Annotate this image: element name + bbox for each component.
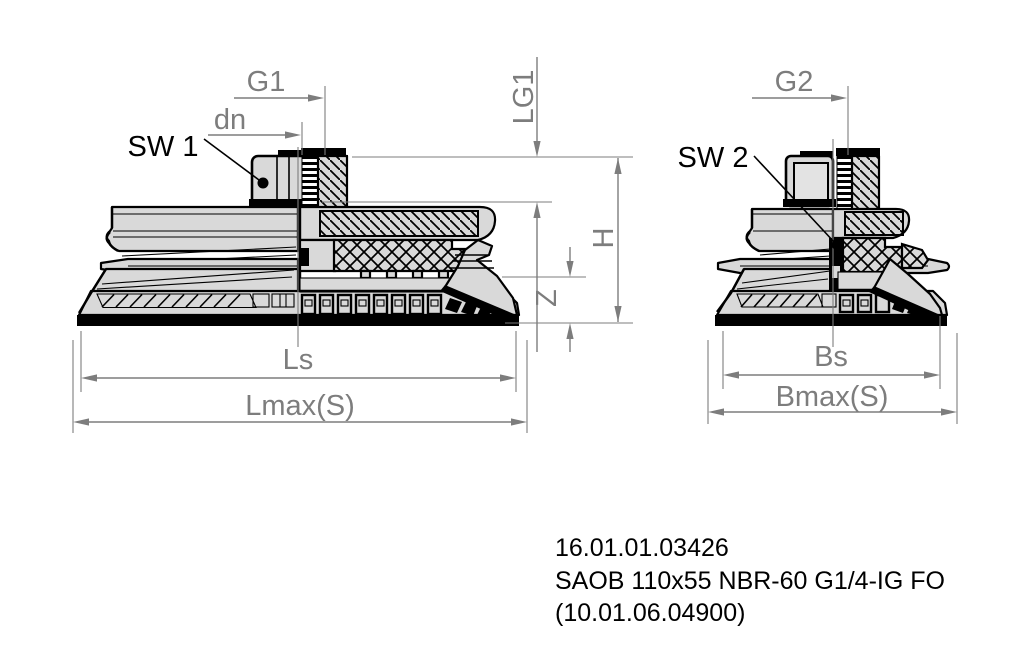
- left-suction-cells: [300, 293, 491, 318]
- left-skirt: [440, 238, 519, 321]
- dim-label-ls: Ls: [283, 344, 314, 376]
- part-description: SAOB 110x55 NBR-60 G1/4-IG FO: [555, 566, 945, 595]
- right-view: [715, 148, 951, 326]
- sw2-marker-dot: [831, 240, 841, 250]
- right-section-plate: [831, 207, 911, 240]
- extension-lines: [72, 86, 958, 433]
- dim-label-dn: dn: [214, 104, 246, 136]
- dim-label-g1: G1: [247, 66, 286, 98]
- sw1-marker-dot: [257, 177, 269, 189]
- left-thread-insert: [301, 148, 349, 212]
- dimension-arrowheads: [73, 94, 957, 426]
- dim-label-z: Z: [531, 289, 563, 307]
- dim-label-bmax: Bmax(S): [776, 381, 889, 413]
- left-section-plate: [296, 205, 497, 292]
- right-thread-insert: [836, 148, 881, 212]
- left-hex-nut: [249, 150, 314, 208]
- right-outer-profile: [716, 209, 760, 313]
- part-info-block: 16.01.01.03426 SAOB 110x55 NBR-60 G1/4-I…: [555, 532, 945, 630]
- left-view: [77, 148, 521, 326]
- label-sw1: SW 1: [128, 131, 199, 163]
- left-outer-profile: [77, 207, 119, 314]
- leader-lines: [203, 138, 841, 250]
- left-bellows-lower-cone: [89, 267, 300, 295]
- dim-label-bs: Bs: [814, 341, 848, 373]
- right-base-slats: [736, 293, 837, 308]
- dim-label-lg1: LG1: [508, 70, 540, 125]
- right-hex-nut: [783, 151, 836, 208]
- dimension-lines: [87, 57, 943, 423]
- right-bellows-lower-cone: [729, 267, 835, 295]
- dimension-annotations: G1 dn LG1 H Z Ls Lmax(S) G2 Bs Bmax(S) S…: [72, 57, 958, 433]
- part-order-number: 16.01.01.03426: [555, 534, 729, 562]
- dim-label-lmax: Lmax(S): [245, 390, 355, 422]
- label-sw2: SW 2: [678, 142, 749, 174]
- right-bellows-upper-lobe: [745, 207, 835, 262]
- part-reference: (10.01.06.04900): [555, 599, 746, 627]
- dim-label-g2: G2: [775, 66, 814, 98]
- left-base-slats: [96, 293, 295, 309]
- dim-label-h: H: [588, 228, 620, 249]
- right-suction-cells: [838, 293, 921, 316]
- left-bellows-upper-lobe: [105, 205, 300, 265]
